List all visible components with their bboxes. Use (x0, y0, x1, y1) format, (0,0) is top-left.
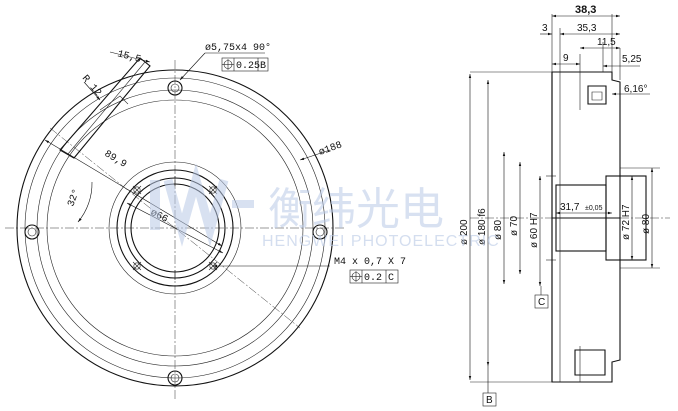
dim-32-deg: 32° (65, 187, 82, 208)
dim-188: ø188 (318, 140, 344, 159)
watermark-en: HENGWEI PHOTOELECTRIC (262, 233, 500, 250)
dim-9: 9 (563, 53, 569, 64)
datum-c-box (534, 294, 549, 309)
thread-note: M4 x 0,7 X 7 (334, 257, 406, 268)
dim-6-16-deg: 6,16° (624, 84, 647, 95)
dim-31-7-tol: ±0,05 (585, 205, 603, 212)
dim-200: ø 200 (459, 219, 470, 245)
dim-80-right: ø 80 (641, 214, 652, 234)
bore-60 (555, 184, 607, 252)
slot-notch (59, 57, 151, 159)
dim-31-7: 31,7 (560, 202, 580, 213)
outer-inner-circle (24, 77, 326, 379)
datum-c: C (538, 297, 545, 308)
outer-circle (16, 69, 334, 387)
dim-180: ø 180 f6 (477, 208, 488, 245)
watermark-logo (150, 163, 254, 247)
watermark: 衡纬光电 HENGWEI PHOTOELECTRIC (150, 163, 500, 250)
holes-tolerance-frame: 0.25 B (221, 57, 269, 72)
dim-r12: R 12 (79, 74, 103, 99)
dim-15-5: 15,5 (116, 49, 142, 66)
holes-tol: 0.25 (236, 61, 260, 72)
dim-70: ø 70 (509, 216, 520, 236)
section-view: 38,3 3 35,3 11,5 9 5,25 6,16° 31,7 ±0,05… (459, 4, 670, 407)
watermark-cn: 衡纬光电 (268, 184, 444, 235)
dim-89-9: 89,9 (102, 149, 128, 171)
dim-60: ø 60 H7 (529, 212, 540, 248)
thread-tol: 0.2 (364, 273, 382, 284)
datum-b-box (482, 392, 497, 407)
dim-11-5: 11,5 (597, 37, 616, 48)
datum-b: B (486, 395, 493, 406)
front-view: 15,5 R 12 89,9 32° ø66 ø188 ø5,75x4 90° … (5, 42, 406, 400)
dim-3: 3 (542, 23, 548, 34)
dim-80-left: ø 80 (493, 220, 504, 240)
dim-72: ø 72 H7 (621, 204, 632, 240)
mounting-pitch-circle (36, 89, 314, 367)
mounting-holes (24, 80, 328, 386)
dim-35-3: 35,3 (577, 23, 597, 34)
thread-datum: C (388, 273, 394, 284)
dim-5-25: 5,25 (622, 54, 642, 65)
dim-38-3: 38,3 (575, 4, 596, 16)
holes-datum: B (260, 61, 266, 72)
thread-tolerance-frame: 0.2 C (349, 269, 399, 284)
holes-note: ø5,75x4 90° (205, 42, 271, 54)
